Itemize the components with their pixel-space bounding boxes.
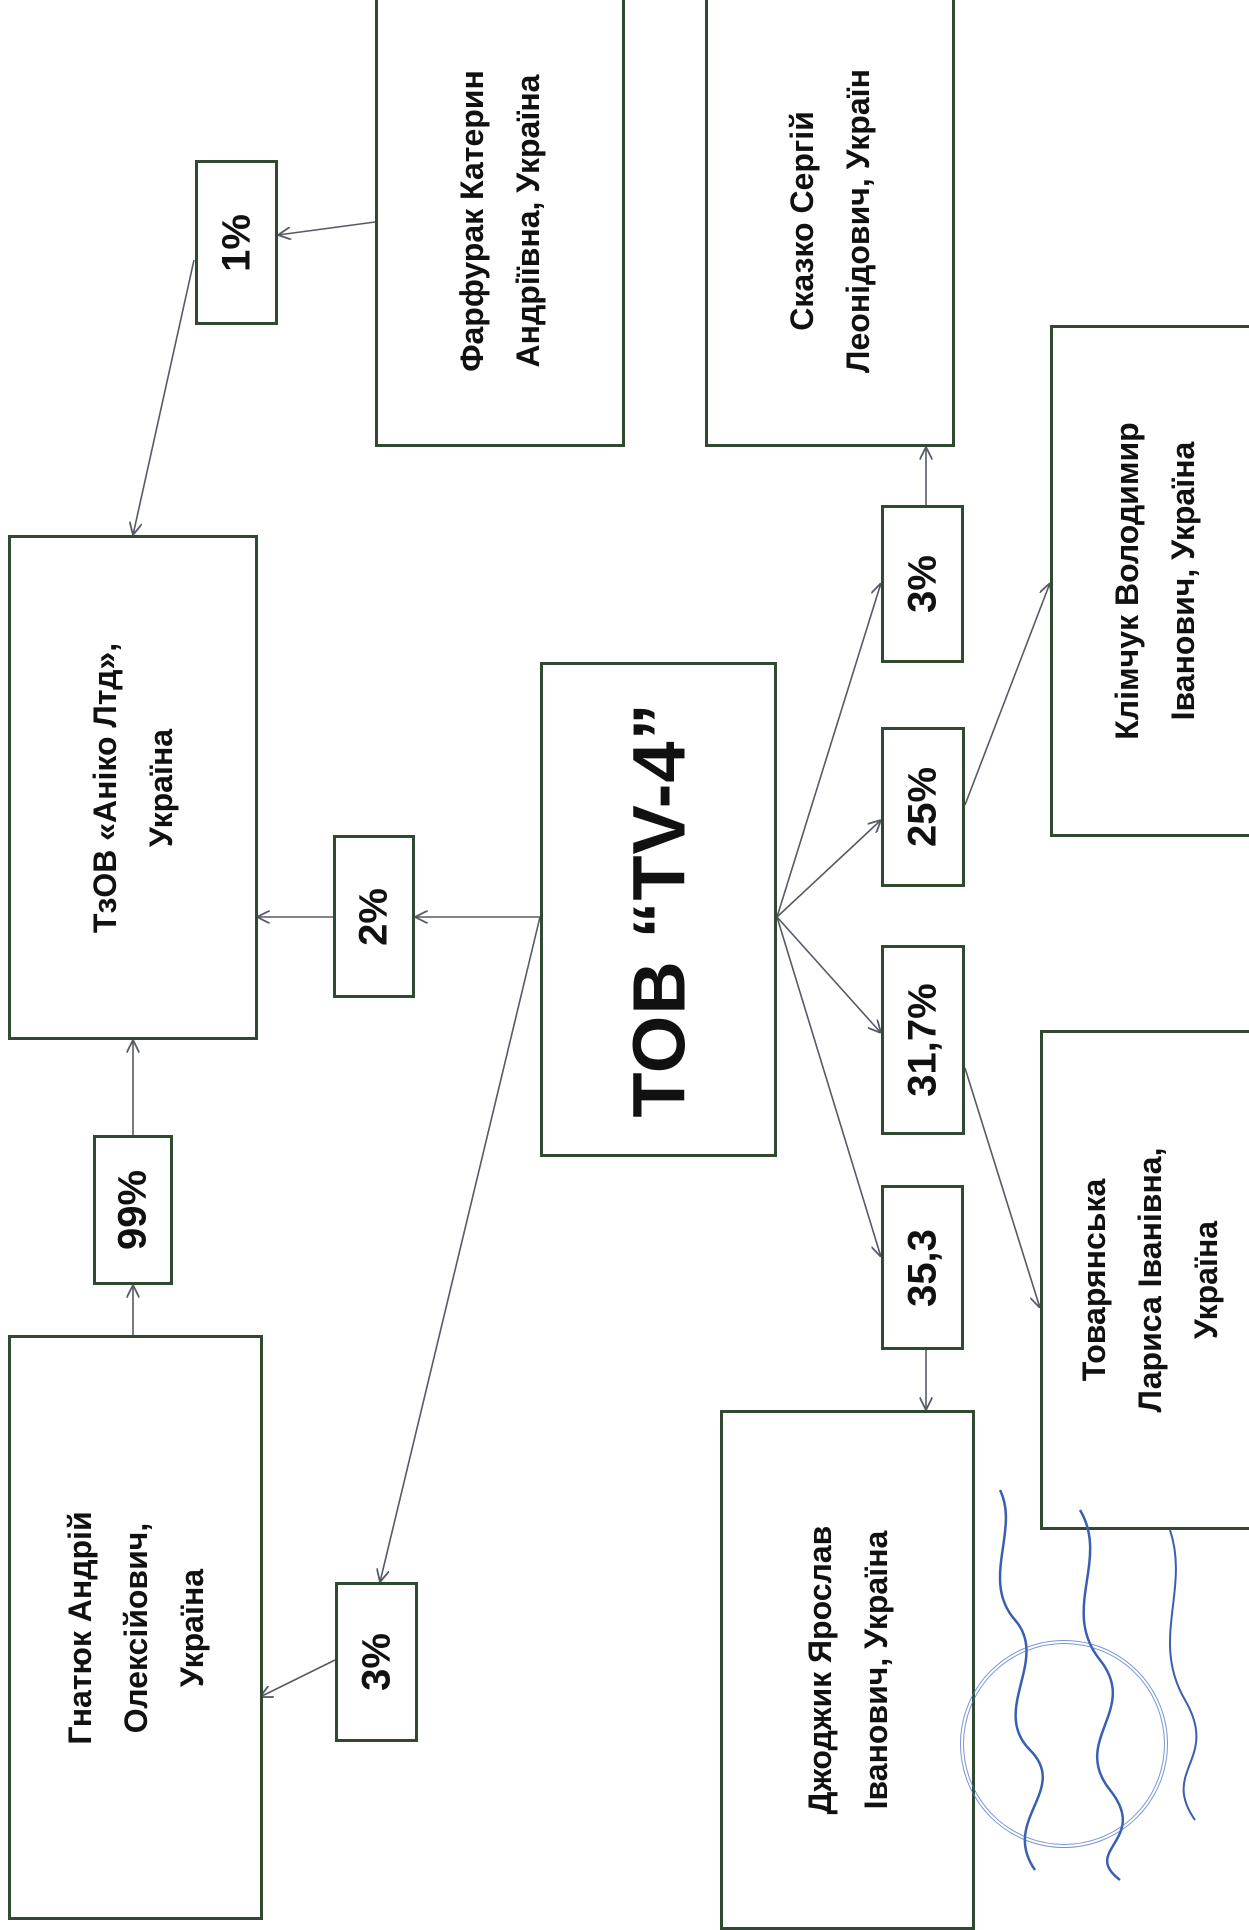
connector-farfurak-to-1pct: [278, 221, 376, 235]
hnatiuk-line-1: Гнатюк Андрій: [61, 1510, 98, 1745]
tovaryanska-line-3: Україна: [1188, 1220, 1224, 1340]
dzhodzhyk-box: Джоджик Ярослав Іванович, Україна: [720, 1410, 975, 1930]
dzhodzhyk-line-2: Іванович, Україна: [857, 1530, 894, 1810]
connector-25pct-to-klimchuk: [964, 583, 1050, 806]
connector-1pct-to-anico: [133, 259, 195, 535]
share-label-tv4-anico: 2%: [351, 887, 396, 946]
hnatiuk-line-3: Україна: [173, 1568, 210, 1687]
main-company-label: ТОВ “TV-4”: [617, 701, 700, 1118]
klimchuk-line-1: Клімчук Володимир: [1109, 422, 1145, 740]
farfurak-box: Фарфурак Катерин Андріївна, Україна: [375, 0, 625, 447]
anico-box: ТзОВ «Аніко Лтд», Україна: [8, 535, 258, 1040]
share-box-farfurak-anico: 1%: [195, 160, 278, 325]
skazko-box: Сказко Сергій Леонідович, Україн: [705, 0, 955, 447]
connector-31pct-to-tovaryanska: [964, 1067, 1040, 1308]
share-label-tv4-dzhodzhyk: 35,3: [900, 1228, 944, 1307]
share-label-tv4-klimchuk: 25%: [900, 766, 945, 848]
share-box-tv4-skazko: 3%: [881, 505, 964, 663]
share-box-tv4-dzhodzhyk: 35,3: [881, 1185, 964, 1350]
connector-tv4-to-31pct: [776, 916, 881, 1033]
share-label-hnatiuk-anico: 99%: [110, 1169, 155, 1251]
tovaryanska-box: Товарянська Лариса Іванівна, Україна: [1040, 1030, 1249, 1530]
tovaryanska-line-1: Товарянська: [1076, 1178, 1112, 1382]
skazko-line-1: Сказко Сергій: [784, 111, 820, 331]
share-box-hnatiuk-anico: 99%: [93, 1135, 173, 1285]
skazko-line-2: Леонідович, Україн: [840, 69, 876, 373]
hnatiuk-box: Гнатюк Андрій Олексійович, Україна: [8, 1335, 263, 1920]
anico-line-1: ТзОВ «Аніко Лтд»,: [87, 642, 123, 933]
share-box-tv4-klimchuk: 25%: [881, 727, 965, 887]
hnatiuk-line-2: Олексійович,: [117, 1522, 154, 1733]
main-company-box: ТОВ “TV-4”: [540, 662, 777, 1157]
klimchuk-line-2: Іванович, Україна: [1165, 441, 1201, 721]
farfurak-line-2: Андріївна, Україна: [510, 74, 546, 368]
share-box-tv4-hnatiuk: 3%: [335, 1582, 418, 1742]
connector-tv4-to-3pct-skazko: [776, 583, 881, 918]
share-box-tv4-tovaryanska: 31,7%: [881, 945, 965, 1135]
connector-tv4-to-25pct: [776, 820, 881, 918]
share-label-tv4-tovaryanska: 31,7%: [900, 983, 945, 1097]
seal-stamp: [960, 1640, 1168, 1848]
connector-tv4-to-35pct: [776, 916, 881, 1257]
share-label-tv4-hnatiuk: 3%: [354, 1633, 398, 1691]
share-box-tv4-anico: 2%: [333, 835, 415, 998]
anico-line-2: Україна: [143, 728, 179, 847]
share-label-farfurak-anico: 1%: [214, 213, 258, 272]
connector-3pct-to-hnatiuk: [260, 1659, 336, 1697]
farfurak-line-1: Фарфурак Катерин: [454, 70, 490, 372]
klimchuk-box: Клімчук Володимир Іванович, Україна: [1050, 325, 1249, 837]
dzhodzhyk-line-1: Джоджик Ярослав: [801, 1525, 838, 1815]
share-label-tv4-skazko: 3%: [900, 555, 944, 613]
connector-tv4-to-3pct: [380, 916, 541, 1582]
tovaryanska-line-2: Лариса Іванівна,: [1132, 1147, 1168, 1413]
